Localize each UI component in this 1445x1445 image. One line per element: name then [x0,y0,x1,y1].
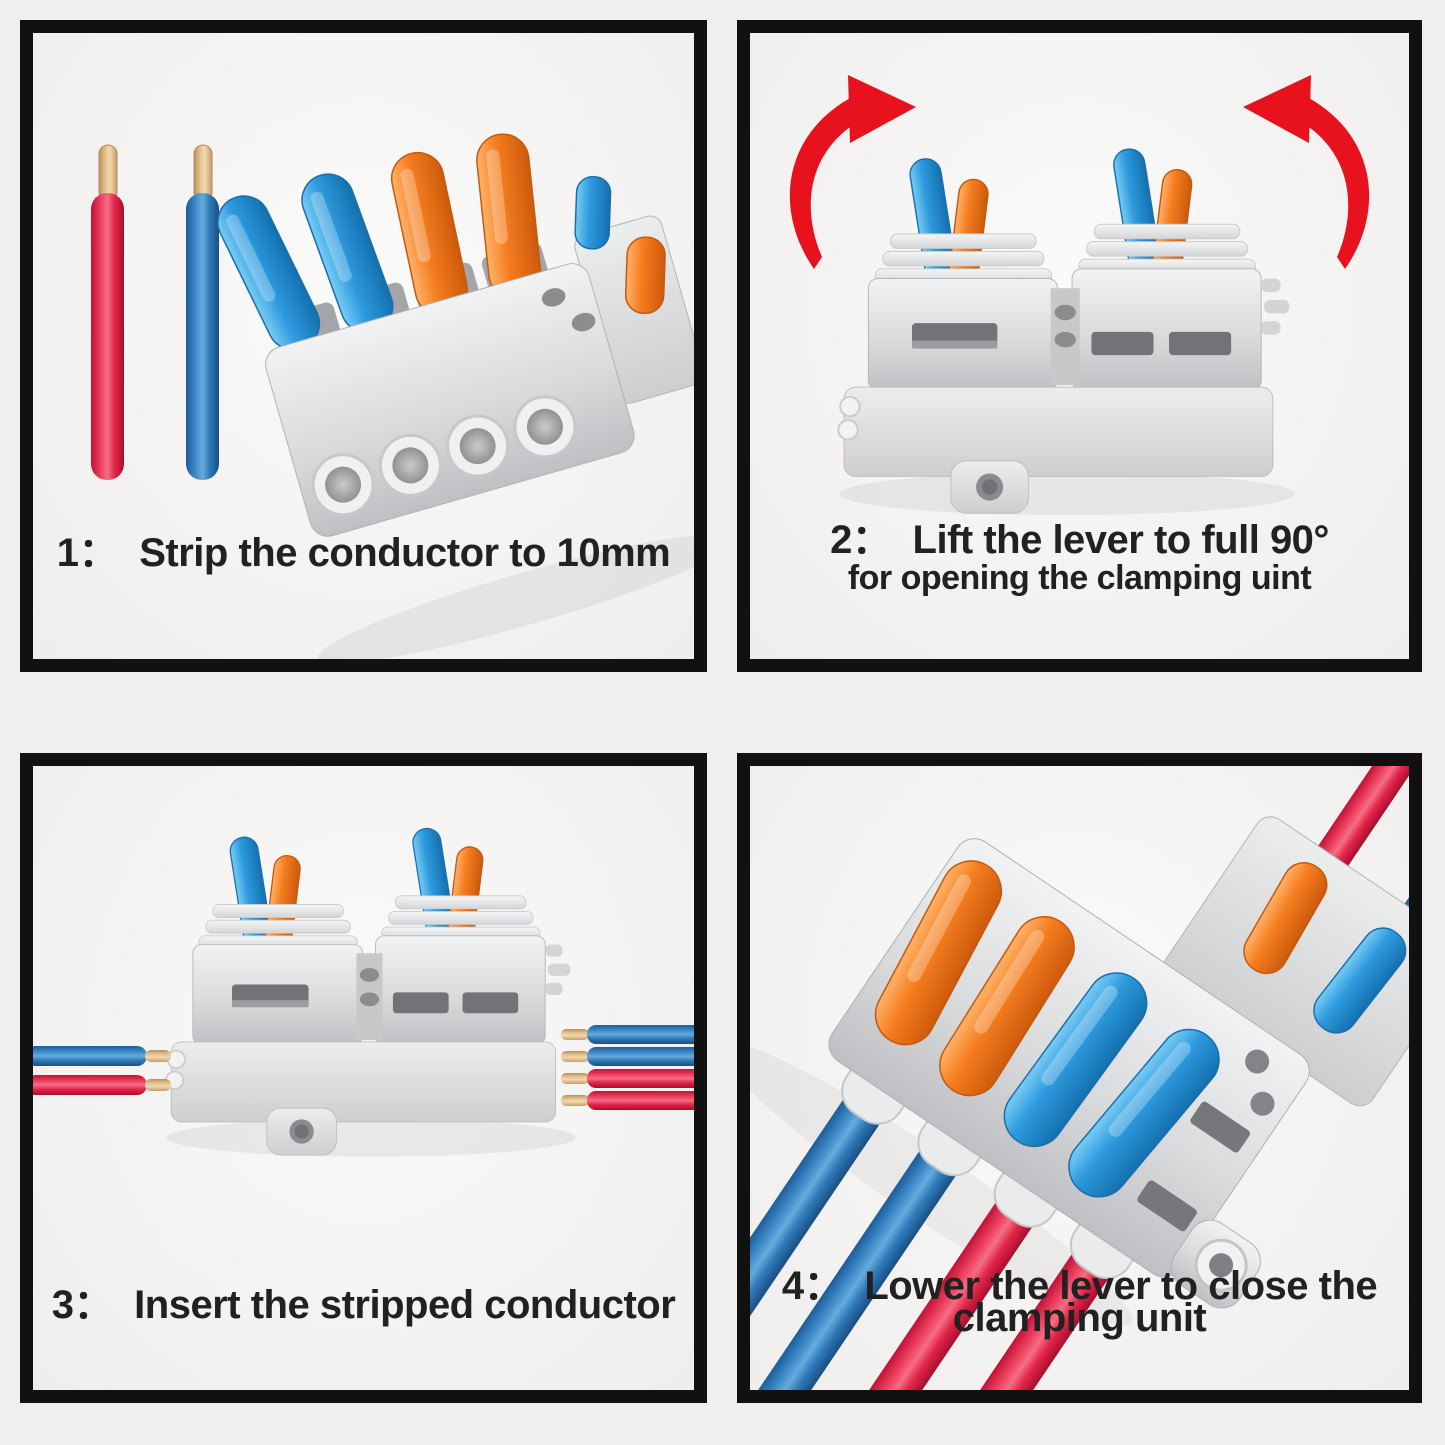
blue-lever [1313,927,1407,1034]
step-1-panel: 1： Strip the conductor to 10mm [20,20,707,672]
copper-tip [193,144,213,202]
copper-tip [561,1051,589,1062]
wire-connector-levers-up [837,145,1297,517]
step-1-illustration [91,133,694,659]
orange-lever [874,860,1003,1046]
screw-hole [1250,1091,1275,1116]
blue-wire [587,1025,694,1044]
blue-lever [574,176,612,250]
step-1-caption: 1： Strip the conductor to 10mm [56,531,671,575]
blue-wire [33,1046,147,1066]
screw-hole [1245,1049,1270,1074]
right-output-wires [561,1025,694,1110]
wire-ports [311,395,577,517]
red-wire [750,1184,1042,1390]
step-4-panel: 4： Lower the lever to close the clamping… [737,753,1422,1403]
stripped-wires [91,144,219,480]
red-wire [784,1236,1118,1390]
blue-wire [750,1133,966,1390]
step-4-illustration [750,766,1409,1390]
blue-wire [587,1047,694,1066]
blue-lever [1068,1028,1220,1198]
step-3-panel: 3： Insert the stripped conductor [20,753,707,1403]
wire-connector [217,133,694,659]
blue-wire [750,1081,889,1390]
red-wire [33,1075,147,1095]
connector-back-section [1162,816,1409,1107]
output-wires [750,1081,1118,1390]
left-input-wires [33,1046,171,1095]
blue-lever [1003,972,1148,1148]
screw-hole [541,288,566,307]
step-3-illustration [33,825,694,1158]
blue-wire [186,144,219,480]
rotate-counterclockwise-arrow-icon [1243,75,1370,269]
red-wire [1311,766,1409,880]
step-4-caption-line2: clamping unit [952,1296,1207,1340]
copper-tip [98,144,118,202]
step-2-panel: 2： Lift the lever to full 90° for openin… [737,20,1422,672]
orange-lever [939,916,1075,1097]
mounting-ear [1170,1219,1261,1309]
screw-hole [571,312,596,332]
orange-lever [1243,862,1328,975]
step-3-caption: 3： Insert the stripped conductor [51,1283,676,1327]
red-wire [587,1069,694,1088]
blue-lever [301,173,394,334]
wire-connector-levers-up [165,825,577,1158]
copper-tip [561,1073,589,1084]
step-2-subcaption: for opening the clamping uint [847,559,1312,597]
connected-wire-connector [750,766,1409,1390]
copper-tip [145,1050,171,1062]
orange-lever [624,236,666,315]
red-wire [91,144,124,480]
copper-tip [561,1029,589,1040]
step-2-caption: 2： Lift the lever to full 90° [830,518,1329,562]
step-4-caption: 4： Lower the lever to close the [781,1264,1378,1308]
copper-tip [145,1079,171,1091]
red-wire [587,1091,694,1110]
copper-tip [561,1095,589,1106]
